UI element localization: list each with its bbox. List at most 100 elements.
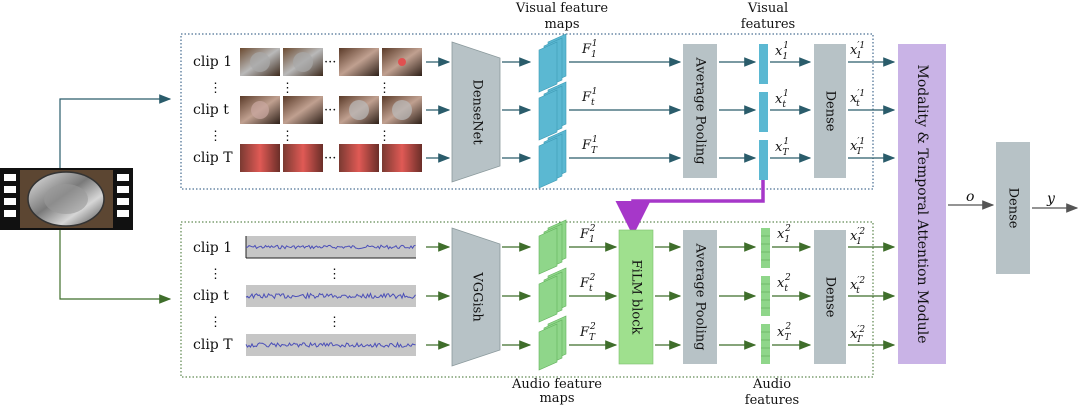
- audio-feature-xt: [761, 276, 770, 316]
- visual-dense-label: Dense: [823, 91, 838, 132]
- visual-frames-clip-T: [240, 144, 422, 172]
- film-block: [618, 229, 654, 365]
- visual-avgpool-label: Average Pooling: [693, 57, 708, 165]
- visual-feature-map-t: [538, 81, 567, 141]
- label-xt-2: xt2: [777, 273, 791, 294]
- label-xT-2: xT2: [777, 322, 791, 343]
- label-x1-2: x12: [777, 224, 791, 245]
- audio-clip-t-label: clip t: [193, 288, 229, 304]
- densenet-block: [451, 41, 501, 183]
- visual-clip-1-label: clip 1: [193, 54, 232, 70]
- label-FT-1: FT1: [581, 135, 598, 156]
- arrows-to-visual-features: [719, 57, 757, 163]
- audio-waveform-clip-t: [245, 285, 416, 307]
- arrows-to-visual-maps: [502, 57, 532, 163]
- audio-wave-vdots-2: ⋮: [328, 315, 341, 330]
- label-xT-1: xT1: [775, 137, 789, 158]
- densenet-label: DenseNet: [470, 79, 485, 145]
- visual-features-caption-2: features: [741, 17, 795, 32]
- visual-hdots-1: ···: [324, 55, 336, 70]
- visual-feature-xt: [759, 92, 768, 132]
- visual-clip-T-label: clip T: [193, 150, 233, 166]
- label-F1-1: F11: [581, 39, 598, 60]
- visual-hdots-2: ···: [324, 103, 336, 118]
- audio-dense-block: [814, 230, 846, 364]
- final-dense-label: Dense: [1006, 188, 1021, 229]
- input-video-filmstrip: [0, 168, 133, 230]
- audio-feature-map-1: [538, 219, 567, 275]
- film-label: FiLM block: [629, 260, 644, 335]
- label-y: y: [1046, 191, 1056, 207]
- visual-feature-map-1: [538, 33, 567, 93]
- audio-dense-label: Dense: [823, 277, 838, 318]
- visual-maps-caption-1: Visual feature: [515, 1, 608, 16]
- audio-clip-T-label: clip T: [193, 337, 233, 353]
- visual-frame-vdots-b: ⋮: [378, 81, 391, 96]
- visual-feature-x1: [759, 44, 768, 84]
- arrows-to-audio-dense: [772, 242, 812, 350]
- audio-feature-xT: [761, 324, 770, 364]
- attention-module-block: [898, 44, 946, 364]
- audio-waveform-clip-T: [245, 334, 416, 356]
- audio-average-pooling-block: [683, 230, 717, 364]
- audio-maps-caption-1: Audio feature: [511, 377, 602, 392]
- audio-features-caption-1: Audio: [752, 377, 791, 392]
- visual-vdots-1: ⋮: [209, 81, 222, 96]
- label-Ft-1: Ft1: [581, 87, 597, 108]
- final-dense-block: [996, 142, 1030, 274]
- input-arrows: [59, 94, 172, 304]
- label-Ft-2: Ft2: [579, 273, 596, 294]
- visual-average-pooling-block: [683, 44, 717, 178]
- audio-feature-map-T: [538, 315, 567, 371]
- label-F1-2: F12: [579, 224, 596, 245]
- label-o: o: [966, 189, 974, 205]
- audio-feature-x1: [761, 228, 770, 268]
- audio-feature-map-t: [538, 267, 567, 323]
- arrows-to-audio-maps: [502, 242, 532, 350]
- audio-vdots-2: ⋮: [209, 315, 222, 330]
- visual-frames-clip-1: [240, 48, 422, 76]
- visual-vdots-2: ⋮: [209, 129, 222, 144]
- arrows-to-audio-avgpool: [655, 242, 682, 350]
- audio-wave-vdots-1: ⋮: [328, 267, 341, 282]
- visual-dense-block: [814, 44, 846, 178]
- label-FT-2: FT2: [579, 322, 596, 343]
- arrows-to-visual-dense: [770, 57, 812, 163]
- visual-features-caption-1: Visual: [747, 1, 788, 16]
- label-xt-1: xt1: [775, 89, 789, 110]
- arrows-to-densenet: [426, 57, 451, 163]
- visual-clip-t-label: clip t: [193, 102, 229, 118]
- visual-maps-caption-2: maps: [544, 17, 579, 32]
- audio-waveform-clip-1: [245, 236, 416, 259]
- arrows-to-visual-avgpool: [569, 57, 682, 163]
- visual-to-film-arrow: [615, 180, 765, 236]
- arrows-to-attention-audio: [848, 242, 896, 350]
- label-x1-1: x11: [775, 41, 789, 62]
- attention-module-label: Modality & Temporal Attention Module: [914, 64, 930, 343]
- arrows-to-audio-features: [719, 242, 757, 350]
- audio-avgpool-label: Average Pooling: [693, 243, 708, 351]
- audio-clip-1-label: clip 1: [193, 240, 232, 256]
- audio-features-caption-2: features: [745, 393, 799, 407]
- visual-frame-vdots-c: ⋮: [281, 129, 294, 144]
- visual-feature-xT: [759, 140, 768, 180]
- vggish-block: [451, 227, 501, 367]
- visual-frame-vdots-a: ⋮: [281, 81, 294, 96]
- vggish-label: VGGish: [470, 271, 485, 322]
- visual-frame-vdots-d: ⋮: [378, 129, 391, 144]
- visual-hdots-3: ···: [324, 151, 336, 166]
- arrows-to-attention-visual: [848, 57, 896, 163]
- audio-maps-caption-2: maps: [539, 391, 574, 406]
- arrows-to-film: [569, 242, 618, 350]
- arrows-to-vggish: [426, 242, 451, 350]
- visual-feature-map-T: [538, 129, 567, 189]
- audio-vdots-1: ⋮: [209, 267, 222, 282]
- visual-frames-clip-t: [240, 96, 422, 124]
